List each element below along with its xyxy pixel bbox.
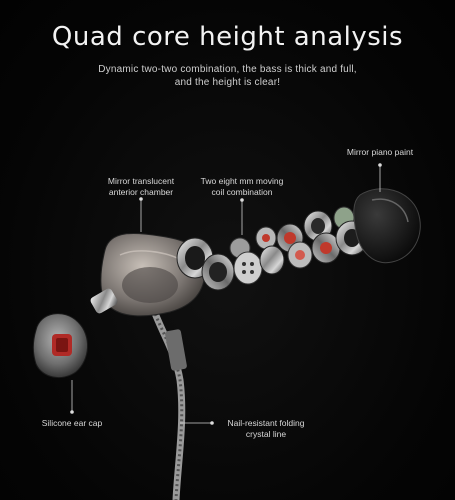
subtitle-line-2: and the height is clear! — [174, 77, 281, 88]
callout-crystal-line-line1: Nail-resistant folding — [227, 418, 305, 428]
callout-ear-cap: Silicone ear cap — [41, 418, 103, 428]
page-title: Quad core height analysis — [51, 22, 404, 52]
callout-mirror-translucent: Mirror translucent anterior chamber — [96, 176, 186, 198]
callout-moving-coil-line1: Two eight mm moving — [200, 176, 284, 186]
callout-moving-coil-line2: coil combination — [211, 187, 273, 197]
callout-crystal-line-line2: crystal line — [245, 429, 287, 439]
callout-piano-paint: Mirror piano paint — [346, 147, 414, 157]
callout-mirror-translucent-line1: Mirror translucent — [107, 176, 175, 186]
callout-crystal-line: Nail-resistant folding crystal line — [216, 418, 316, 440]
subtitle-line-1: Dynamic two-two combination, the bass is… — [98, 64, 357, 75]
callout-mirror-translucent-line2: anterior chamber — [108, 187, 174, 197]
callout-moving-coil: Two eight mm moving coil combination — [192, 176, 292, 198]
